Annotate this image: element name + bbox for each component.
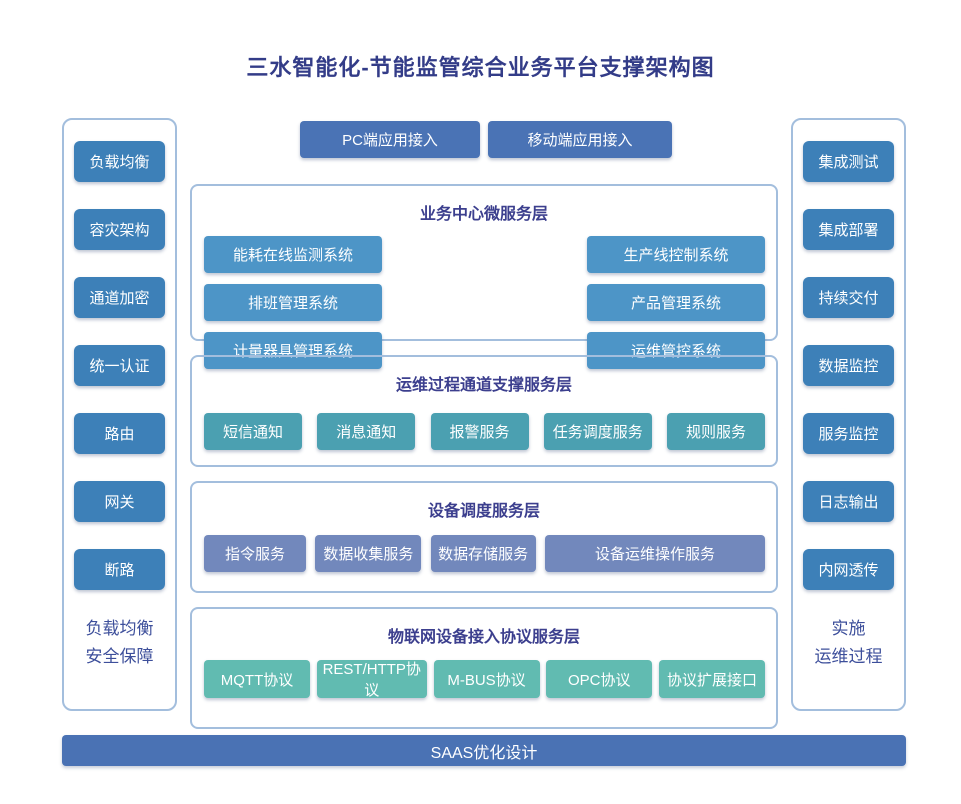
- layer-ops-channel-support: 运维过程通道支撑服务层 短信通知 消息通知 报警服务 任务调度服务 规则服务: [190, 355, 778, 467]
- node-routing: 路由: [74, 413, 165, 454]
- node-mobile-access: 移动端应用接入: [488, 121, 672, 158]
- node-channel-encryption: 通道加密: [74, 277, 165, 318]
- node-shift-management-system: 排班管理系统: [204, 284, 382, 321]
- node-device-ops-operation-service: 设备运维操作服务: [544, 535, 765, 572]
- left-panel-caption-line2: 安全保障: [85, 647, 154, 666]
- node-service-monitoring: 服务监控: [803, 413, 894, 454]
- layer-business-title: 业务中心微服务层: [419, 206, 548, 223]
- left-panel-nodes: 负载均衡 容灾架构 通道加密 统一认证 路由 网关 断路: [64, 120, 175, 590]
- node-gateway: 网关: [74, 481, 165, 522]
- layer-business-nodes: 能耗在线监测系统 生产线控制系统 排班管理系统 产品管理系统 计量器具管理系统 …: [204, 236, 765, 369]
- node-integration-deployment: 集成部署: [803, 209, 894, 250]
- node-rule-service: 规则服务: [667, 413, 765, 450]
- saas-optimization-bar: SAAS优化设计: [62, 735, 906, 766]
- right-panel-nodes: 集成测试 集成部署 持续交付 数据监控 服务监控 日志输出 内网透传: [793, 120, 904, 590]
- node-continuous-delivery: 持续交付: [803, 277, 894, 318]
- node-unified-auth: 统一认证: [74, 345, 165, 386]
- left-panel: 负载均衡 容灾架构 通道加密 统一认证 路由 网关 断路 负载均衡 安全保障: [62, 118, 177, 711]
- left-panel-caption-line1: 负载均衡: [85, 619, 154, 638]
- layer-device-scheduling-title: 设备调度服务层: [427, 503, 540, 520]
- node-sms-notification: 短信通知: [204, 413, 302, 450]
- node-energy-monitoring-system: 能耗在线监测系统: [204, 236, 382, 273]
- node-data-collection-service: 数据收集服务: [315, 535, 422, 572]
- node-data-monitoring: 数据监控: [803, 345, 894, 386]
- node-intranet-tunnel: 内网透传: [803, 549, 894, 590]
- layer-iot-protocol-nodes: MQTT协议 REST/HTTP协议 M-BUS协议 OPC协议 协议扩展接口: [204, 660, 765, 699]
- node-mqtt-protocol: MQTT协议: [204, 660, 310, 698]
- node-pc-access: PC端应用接入: [300, 121, 480, 158]
- left-panel-caption: 负载均衡 安全保障: [64, 615, 175, 671]
- node-alarm-service: 报警服务: [430, 413, 529, 450]
- layer-iot-protocol-access: 物联网设备接入协议服务层 MQTT协议 REST/HTTP协议 M-BUS协议 …: [190, 607, 778, 729]
- right-panel-caption-line1: 实施: [831, 619, 866, 638]
- layer-ops-channel-title: 运维过程通道支撑服务层: [395, 377, 572, 394]
- node-load-balancing: 负载均衡: [74, 141, 165, 182]
- right-panel: 集成测试 集成部署 持续交付 数据监控 服务监控 日志输出 内网透传 实施 运维…: [791, 118, 906, 711]
- node-task-scheduling-service: 任务调度服务: [543, 413, 652, 450]
- node-disaster-recovery: 容灾架构: [74, 209, 165, 250]
- node-product-management-system: 产品管理系统: [587, 284, 765, 321]
- diagram-title: 三水智能化-节能监管综合业务平台支撑架构图: [246, 55, 715, 80]
- node-opc-protocol: OPC协议: [546, 660, 653, 698]
- layer-ops-channel-nodes: 短信通知 消息通知 报警服务 任务调度服务 规则服务: [204, 413, 765, 450]
- node-integration-testing: 集成测试: [803, 141, 894, 182]
- layer-device-scheduling: 设备调度服务层 指令服务 数据收集服务 数据存储服务 设备运维操作服务: [190, 481, 778, 593]
- access-layer: PC端应用接入 移动端应用接入: [300, 121, 672, 158]
- node-production-line-control-system: 生产线控制系统: [587, 236, 765, 273]
- right-panel-caption-line2: 运维过程: [814, 647, 883, 666]
- node-log-output: 日志输出: [803, 481, 894, 522]
- node-rest-http-protocol: REST/HTTP协议: [316, 660, 427, 699]
- node-message-notification: 消息通知: [317, 413, 416, 450]
- node-circuit-breaker: 断路: [74, 549, 165, 590]
- node-command-service: 指令服务: [204, 535, 306, 572]
- node-data-storage-service: 数据存储服务: [430, 535, 536, 572]
- right-panel-caption: 实施 运维过程: [793, 615, 904, 671]
- node-protocol-extension-interface: 协议扩展接口: [659, 660, 765, 698]
- layer-business-microservices: 业务中心微服务层 能耗在线监测系统 生产线控制系统 排班管理系统 产品管理系统 …: [190, 184, 778, 369]
- node-mbus-protocol: M-BUS协议: [433, 660, 540, 698]
- layer-device-scheduling-nodes: 指令服务 数据收集服务 数据存储服务 设备运维操作服务: [204, 535, 765, 572]
- layer-iot-protocol-title: 物联网设备接入协议服务层: [387, 629, 580, 646]
